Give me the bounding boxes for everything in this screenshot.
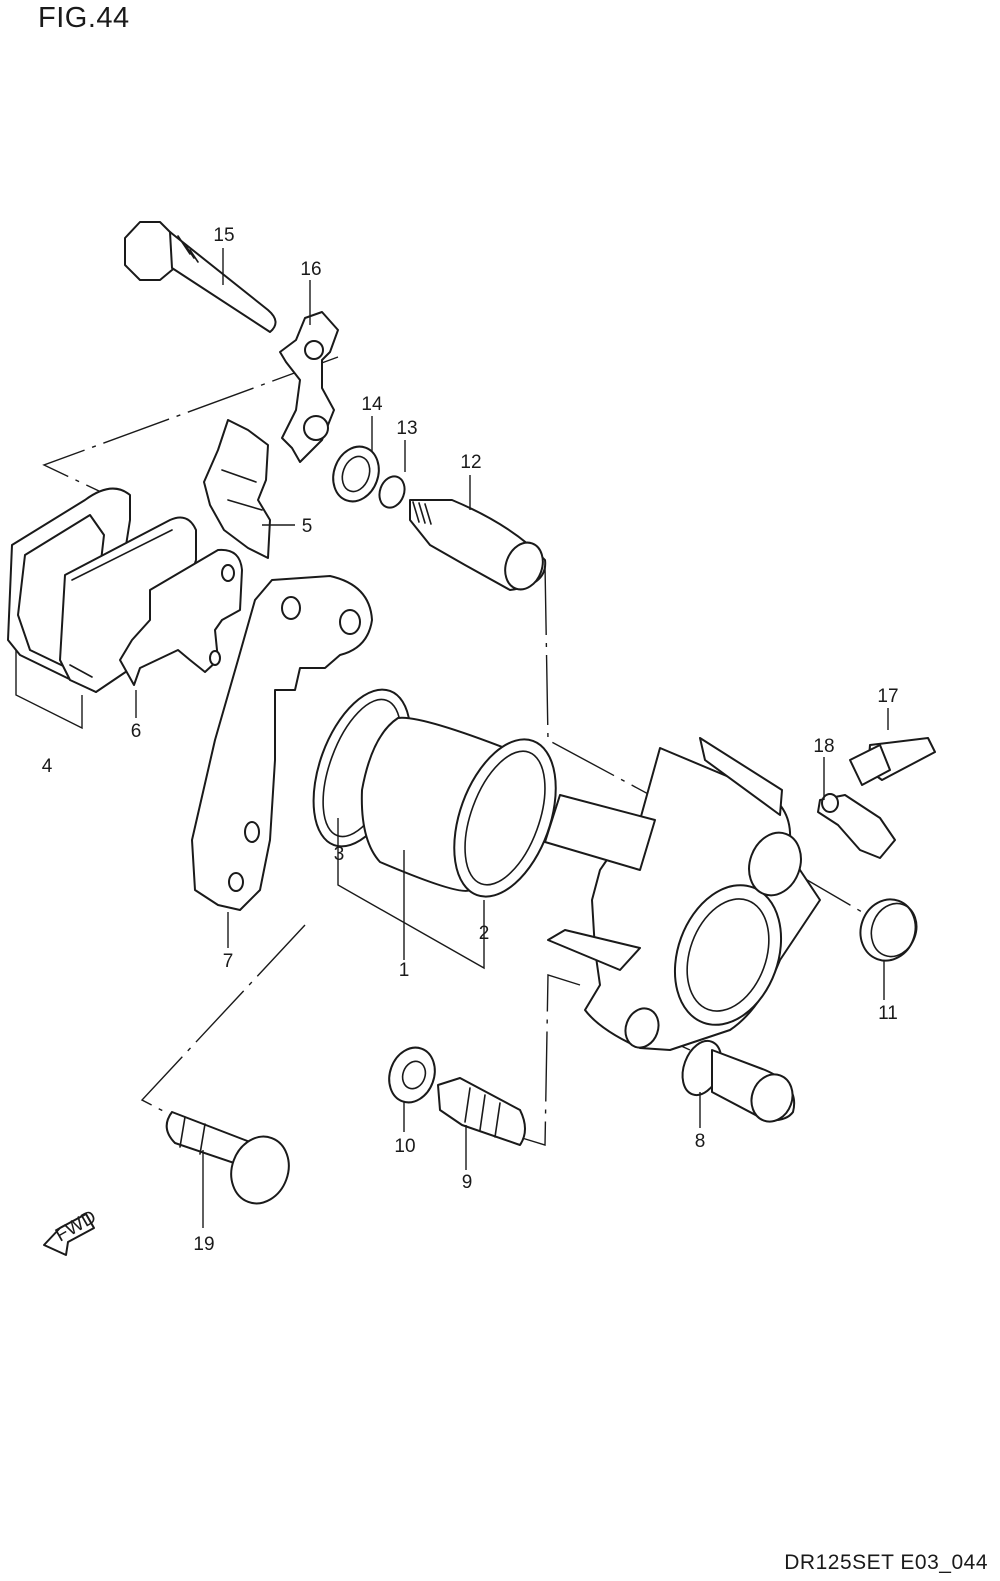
leader-lines xyxy=(15,248,889,1228)
callout-15: 15 xyxy=(213,225,234,246)
pad-shim-part-5 xyxy=(203,419,271,559)
callout-14: 14 xyxy=(361,394,383,415)
callout-3: 3 xyxy=(334,844,345,865)
caliper-body xyxy=(544,737,821,1051)
callout-10: 10 xyxy=(394,1136,415,1157)
callout-2: 2 xyxy=(479,923,490,944)
callout-18: 18 xyxy=(813,736,834,757)
fwd-arrow-icon: FWD xyxy=(43,1207,100,1256)
bleeder-parts-11-17-18 xyxy=(817,737,936,962)
callout-1: 1 xyxy=(399,960,410,981)
callout-13: 13 xyxy=(396,418,417,439)
callout-4: 4 xyxy=(42,756,53,777)
piston-assembly xyxy=(312,688,557,898)
bracket-bolt-part-19 xyxy=(165,1111,290,1205)
anti-rattle-spring-part-6 xyxy=(119,548,243,686)
callout-17: 17 xyxy=(877,686,898,707)
callout-7: 7 xyxy=(223,951,234,972)
callout-16: 16 xyxy=(300,259,321,280)
callout-8: 8 xyxy=(695,1131,706,1152)
bleeder-parts-9-10 xyxy=(388,1046,526,1146)
caliper-bolt-part-15 xyxy=(124,221,277,333)
figure-title: FIG.44 xyxy=(38,2,130,34)
callout-12: 12 xyxy=(460,452,481,473)
callout-9: 9 xyxy=(462,1172,473,1193)
callout-6: 6 xyxy=(131,721,142,742)
drawing-code: DR125SET E03_044 xyxy=(784,1551,988,1574)
callout-19: 19 xyxy=(193,1234,214,1255)
svg-text:FWD: FWD xyxy=(52,1207,100,1247)
callout-numbers: 15 16 14 13 12 5 4 6 7 3 2 1 17 18 11 8 … xyxy=(42,225,899,1255)
lock-plate-part-16 xyxy=(279,311,339,463)
brake-pads-part-4 xyxy=(7,487,197,693)
callout-11: 11 xyxy=(878,1003,898,1024)
slide-pin-part-8 xyxy=(681,1039,796,1123)
callout-5: 5 xyxy=(302,516,313,537)
caliper-bracket-part-7 xyxy=(191,575,373,911)
slide-pin-parts-12-13-14 xyxy=(332,445,547,591)
